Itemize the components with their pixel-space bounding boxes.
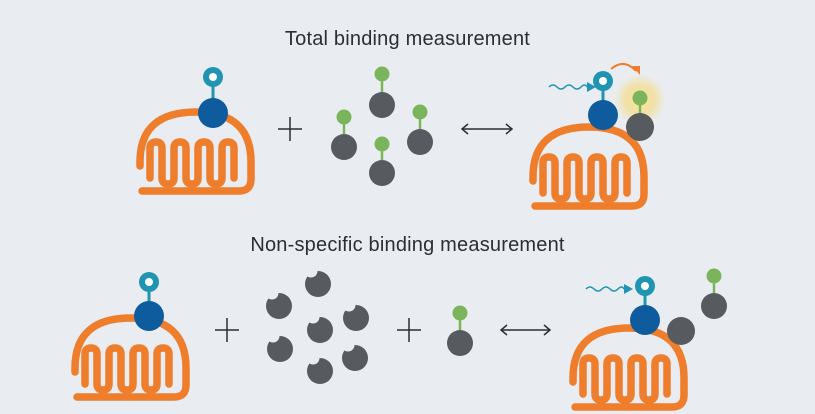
excitation-light-icon [548, 82, 596, 92]
plus-icon [278, 117, 302, 141]
unlabeled-competitor-icon [307, 317, 333, 343]
unlabeled-competitor-icon [342, 345, 368, 371]
labeled-ligand-icon [701, 268, 727, 319]
unlabeled-competitor-icon [307, 358, 333, 384]
plus-icon [397, 318, 421, 342]
energy-transfer-arrow-icon [610, 63, 640, 75]
fluorescent-tracer-icon [630, 276, 660, 335]
unlabeled-competitor-icon [267, 336, 293, 362]
total-binding-title: Total binding measurement [284, 28, 531, 50]
fluorescent-tracer-icon [134, 272, 164, 331]
labeled-ligand-icon [626, 90, 654, 141]
receptor-icon [140, 112, 251, 191]
equilibrium-arrow-icon [499, 324, 552, 336]
plus-icon [215, 318, 239, 342]
fluorescent-tracer-icon [198, 67, 228, 128]
unlabeled-competitor-icon [266, 293, 292, 319]
receptor-icon [75, 318, 186, 397]
unlabeled-competitor-icon [305, 271, 331, 297]
labeled-ligand-icon [369, 66, 395, 118]
equilibrium-arrow-icon [460, 123, 514, 135]
receptor-icon [573, 328, 684, 407]
nonspecific-binding-title: Non-specific binding measurement [250, 234, 565, 256]
receptor-icon [533, 127, 644, 206]
fluorescent-tracer-icon [588, 71, 618, 130]
unlabeled-competitor-icon [667, 317, 695, 345]
labeled-ligand-icon [447, 305, 473, 356]
labeled-ligand-icon [369, 136, 395, 186]
labeled-ligand-icon [407, 104, 433, 155]
labeled-ligand-icon [331, 109, 357, 160]
unlabeled-competitor-icon [343, 305, 369, 331]
excitation-light-icon [585, 284, 633, 294]
